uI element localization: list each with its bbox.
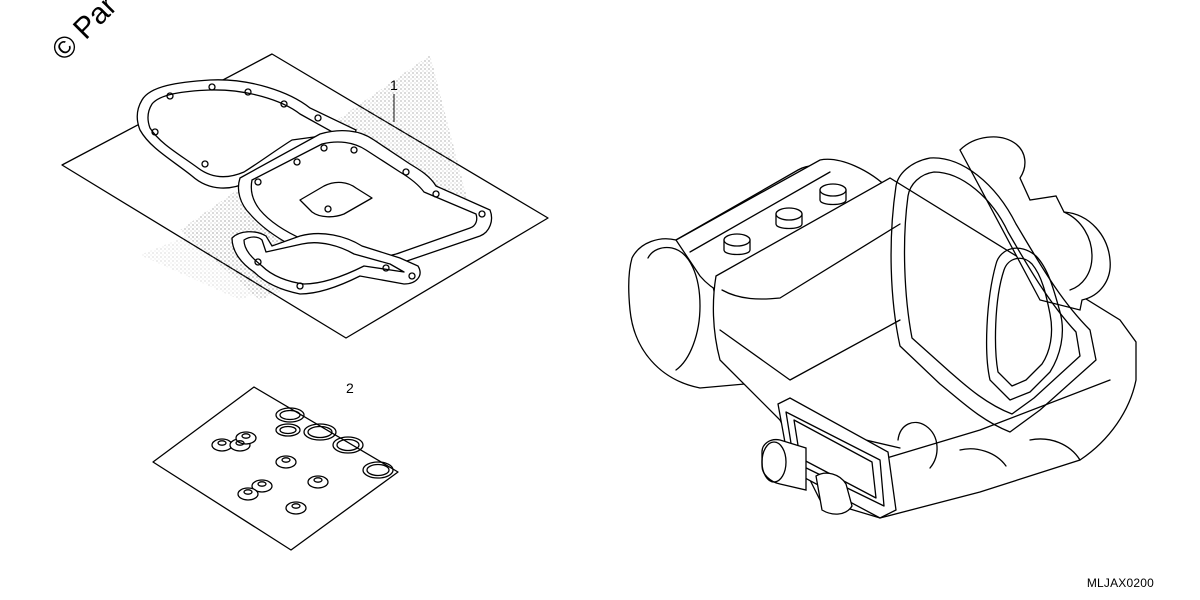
- callout-2: 2: [346, 380, 354, 396]
- gasket-1-lower: [231, 231, 421, 295]
- seal-kit-sheet-2: [152, 386, 399, 551]
- diagram-code: MLJAX0200: [1086, 576, 1154, 590]
- o-rings-2: [275, 407, 394, 479]
- callout-1: 1: [390, 77, 398, 93]
- gasket-1-middle: [237, 129, 493, 269]
- washers-2: [211, 431, 329, 515]
- engine-block: [628, 136, 1137, 519]
